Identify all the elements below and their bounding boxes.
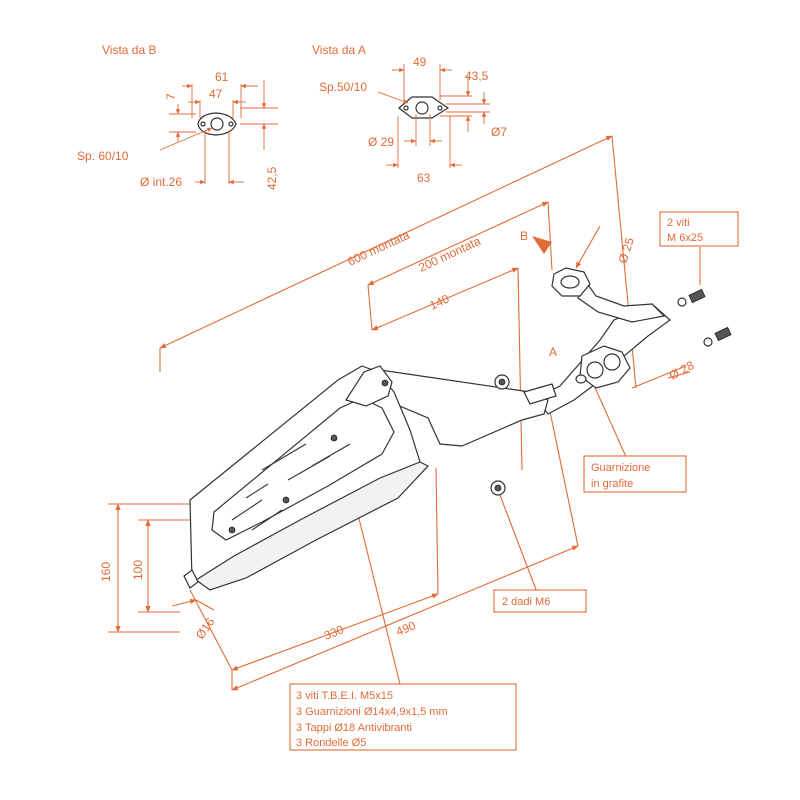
view-a-dia-29: Ø 29 — [368, 135, 394, 149]
screw-lower — [703, 326, 732, 347]
view-a-flange — [398, 96, 450, 119]
head-pipe-bend — [577, 280, 666, 323]
callout-nuts: 2 dadi M6 — [493, 589, 587, 613]
svg-text:M 6x25: M 6x25 — [667, 232, 703, 244]
marker-b: B — [520, 229, 552, 254]
dim-100: 100 — [131, 560, 145, 580]
main-dimension-lines — [108, 135, 701, 691]
svg-text:3 Guarnizioni Ø14x4,9x1,5 mm: 3 Guarnizioni Ø14x4,9x1,5 mm — [296, 706, 448, 718]
heat-shield-slots — [231, 443, 351, 531]
marker-a: A — [549, 345, 557, 359]
view-a-dim-49: 49 — [413, 55, 427, 69]
view-b-thickness: Sp. 60/10 — [77, 149, 129, 163]
dim-140: 140 — [427, 291, 451, 312]
svg-text:B: B — [520, 229, 528, 243]
callout-kit: 3 viti T.B.E.I. M5x15 3 Guarnizioni Ø14x… — [289, 683, 517, 751]
svg-text:in grafite: in grafite — [591, 478, 633, 490]
svg-text:3 Tappi Ø18 Antivibranti: 3 Tappi Ø18 Antivibranti — [296, 722, 412, 734]
screw-upper — [677, 288, 706, 307]
exhaust-assembly — [183, 267, 671, 591]
callout-screws: 2 viti M 6x25 — [659, 211, 739, 247]
view-a-dia-7: Ø7 — [491, 125, 507, 139]
svg-text:3 Rondelle Ø5: 3 Rondelle Ø5 — [296, 737, 366, 749]
nut-lower — [490, 480, 506, 496]
view-a-dim-63: 63 — [417, 171, 431, 185]
view-b-title: Vista da B — [102, 43, 156, 57]
dim-diameter-25: Ø 25 — [616, 236, 637, 265]
support-bracket — [523, 383, 557, 405]
view-b-dim-61: 61 — [215, 70, 229, 84]
dim-diameter-28: Ø 28 — [667, 358, 697, 383]
view-b-inner-diameter: Ø int.26 — [140, 175, 182, 189]
view-b-dim-7: 7 — [164, 93, 178, 100]
dim-160: 160 — [99, 562, 113, 582]
mounting-arm — [345, 365, 393, 407]
dim-diameter-16: Ø16 — [193, 615, 218, 642]
view-a-dim-43-5: 43,5 — [465, 69, 489, 83]
view-b-dim-47: 47 — [209, 87, 223, 101]
nut-upper — [494, 374, 510, 390]
svg-text:2 viti: 2 viti — [667, 217, 690, 229]
muffler-lower — [194, 461, 429, 591]
view-a-title: Vista da A — [312, 43, 366, 57]
hardware — [490, 288, 732, 496]
view-b-dim-42-5: 42,5 — [265, 166, 279, 190]
view-a-thickness: Sp.50/10 — [319, 80, 367, 94]
svg-text:3 viti T.B.E.I. M5x15: 3 viti T.B.E.I. M5x15 — [296, 690, 393, 702]
dim-600-montata: 600 montata — [345, 228, 412, 269]
tailpipe — [183, 569, 199, 589]
view-b: Vista da B 61 47 7 — [77, 43, 279, 190]
dim-200-montata: 200 montata — [416, 234, 483, 275]
svg-text:Guarnizione: Guarnizione — [591, 462, 650, 474]
svg-text:2 dadi M6: 2 dadi M6 — [502, 596, 550, 608]
dim-330: 330 — [322, 622, 346, 643]
view-a: Vista da A 49 43,5 Sp.50/10 — [312, 43, 507, 185]
callout-gasket: Guarnizione in grafite — [583, 455, 687, 493]
